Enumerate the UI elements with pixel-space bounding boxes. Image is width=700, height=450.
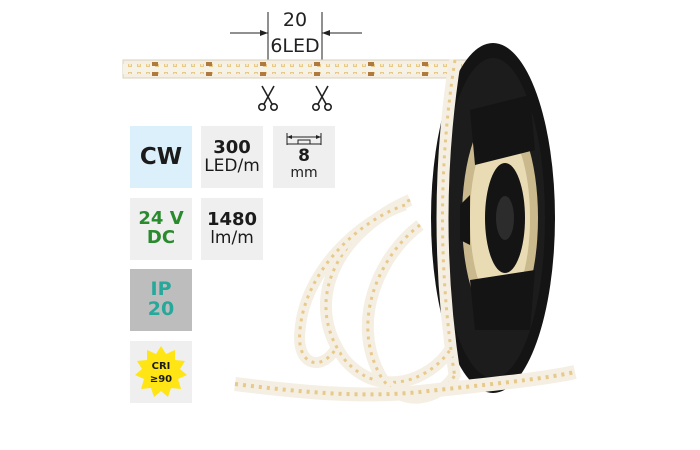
strip-width-unit: mm [290,164,318,181]
color-temperature-tile: CW [130,126,192,188]
cri-value: ≥90 [150,374,172,385]
led-group-label: 6LED [270,35,320,57]
voltage-value: 24 V [138,208,184,230]
led-density-value: 300 [213,136,251,158]
ip-rating-value: 20 [147,298,175,320]
luminous-flux-unit: lm/m [210,227,254,248]
cri-tile: CRI ≥90 [130,341,192,403]
voltage-tile: 24 V DC [130,198,192,260]
ip-rating-label: IP [150,278,172,301]
luminous-flux-value: 1480 [206,208,258,230]
strip-width-icon [286,133,322,145]
ip-rating-tile: IP 20 [130,269,192,331]
scissors-icon [311,85,332,112]
cri-label: CRI [152,361,171,372]
segment-length-label: 20 [282,9,308,31]
scissors-icon [257,85,278,112]
strip-width-value: 8 [298,146,310,166]
luminous-flux-tile: 1480 lm/m [201,198,263,260]
strip-width-tile: 8 mm [273,126,335,188]
color-temperature-label: CW [139,143,183,170]
cri-badge-icon: CRI ≥90 [135,346,187,397]
led-density-tile: 300 LED/m [201,126,263,188]
voltage-type: DC [146,227,176,248]
led-density-unit: LED/m [204,155,260,176]
